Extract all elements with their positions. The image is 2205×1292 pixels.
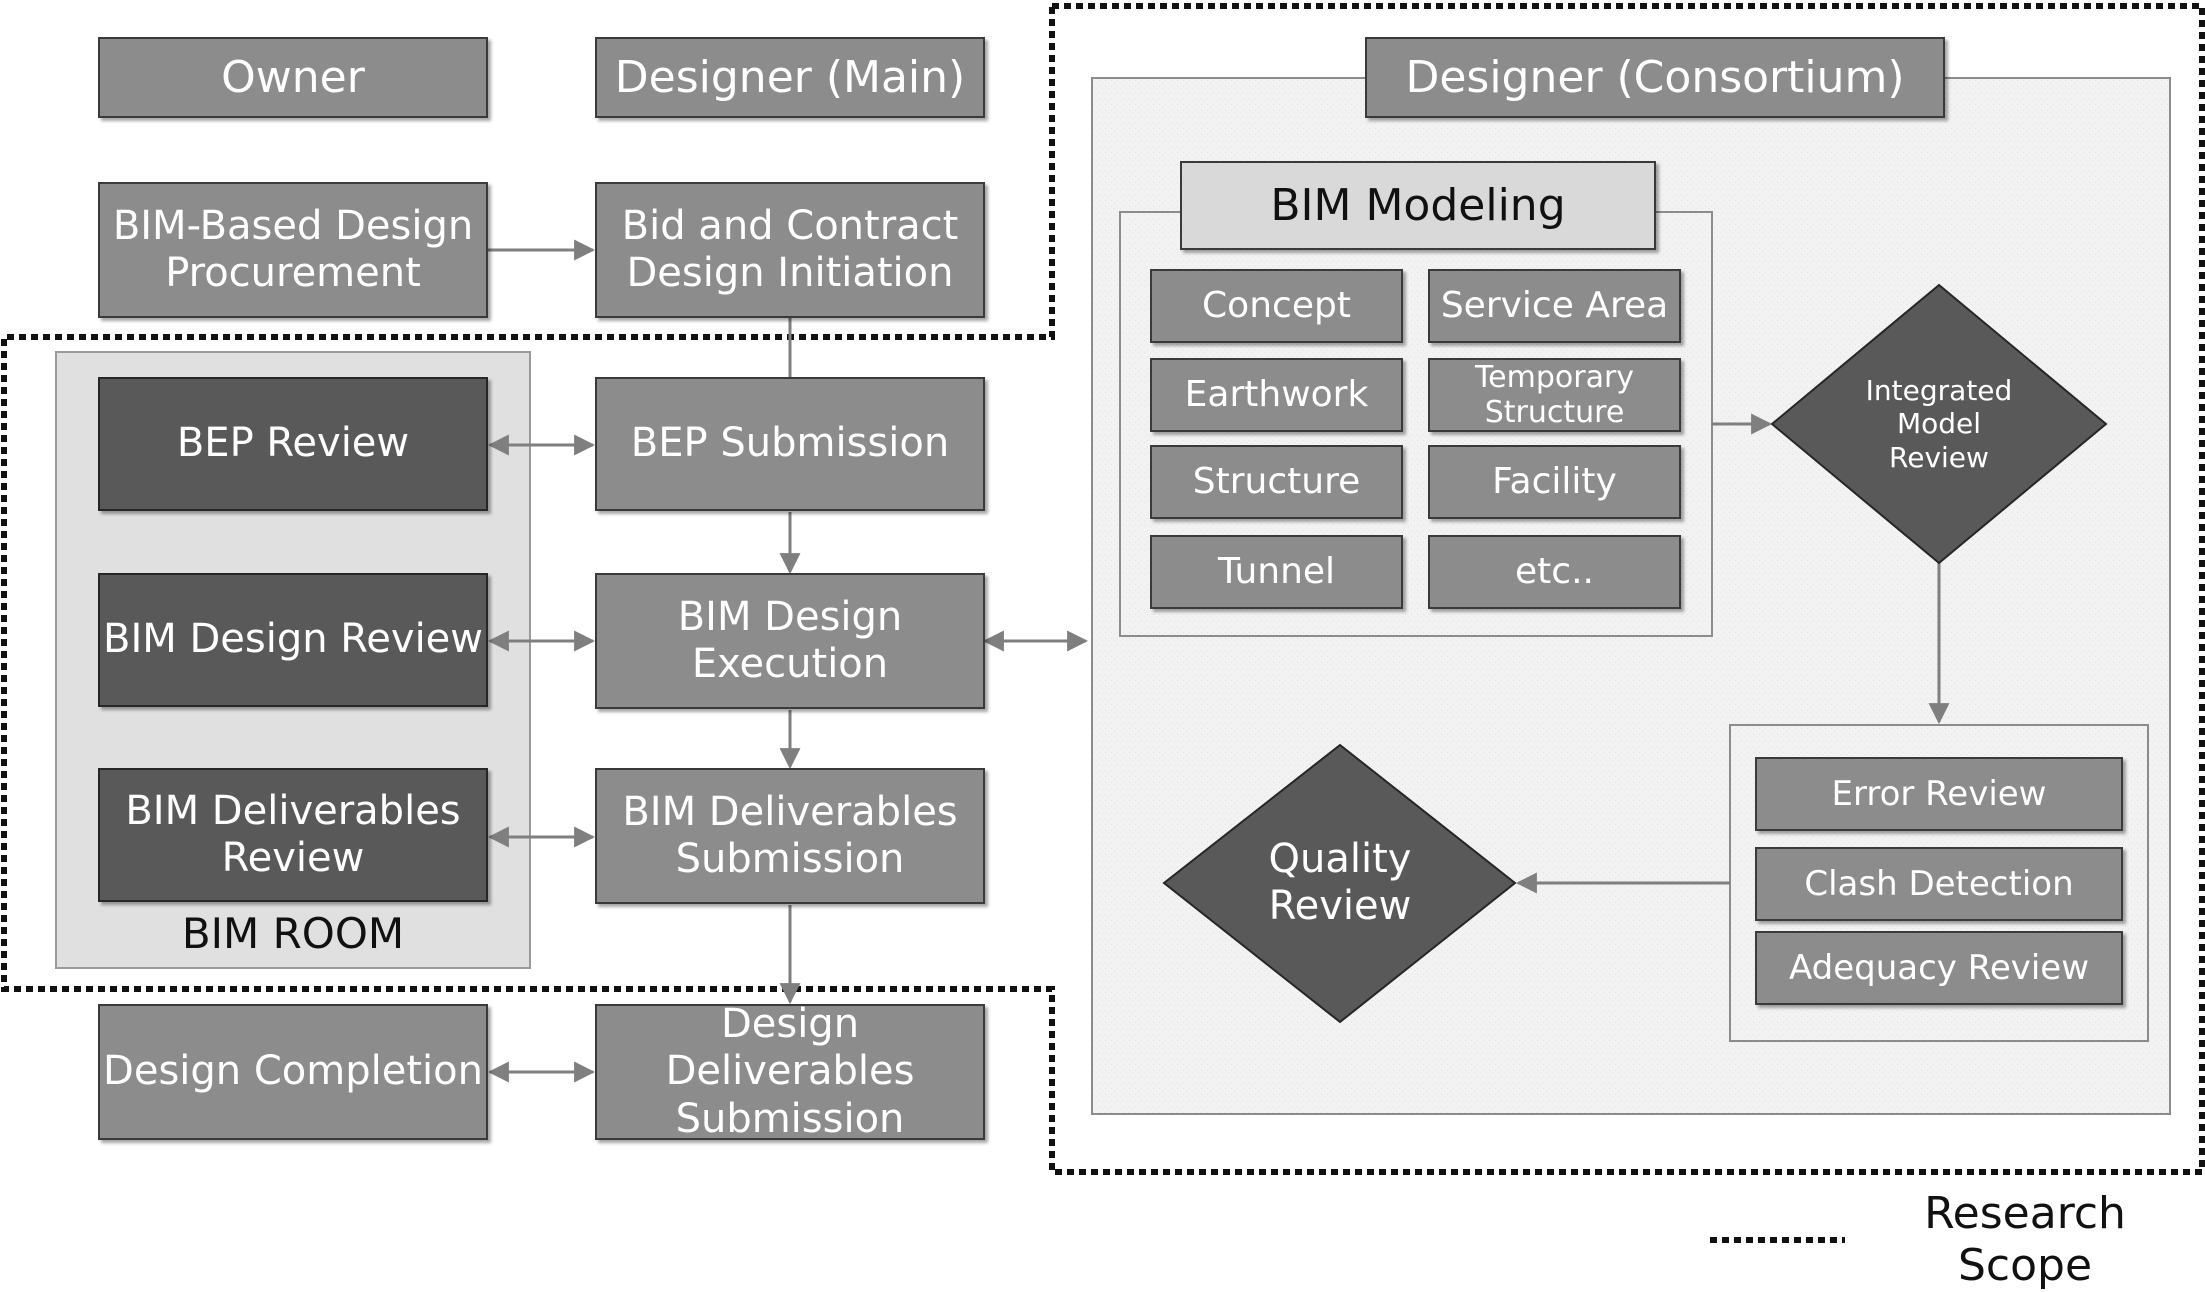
modeling-item-structure: Structure [1150, 445, 1403, 519]
quality-review-diamond [1162, 743, 1517, 1024]
bep-review-box: BEP Review [98, 377, 488, 511]
bid-contract-box: Bid and Contract Design Initiation [595, 182, 985, 318]
modeling-item-etc: etc.. [1428, 535, 1681, 609]
modeling-item-concept: Concept [1150, 269, 1403, 343]
review-item-adequacy: Adequacy Review [1755, 931, 2123, 1005]
modeling-item-facility: Facility [1428, 445, 1681, 519]
research-scope-outline [1, 3, 2205, 1175]
modeling-item-earthwork: Earthwork [1150, 358, 1403, 432]
procurement-box: BIM-Based Design Procurement [98, 182, 488, 318]
designer-consortium-header: Designer (Consortium) [1365, 37, 1945, 118]
deliverables-submission-box: BIM Deliverables Submission [595, 768, 985, 904]
design-review-box: BIM Design Review [98, 573, 488, 707]
bim-modeling-title: BIM Modeling [1180, 161, 1656, 250]
integrated-review-label: Integrated Model Review [1865, 374, 2013, 474]
design-execution-box: BIM Design Execution [595, 573, 985, 709]
review-item-clash: Clash Detection [1755, 847, 2123, 921]
modeling-item-temporary-structure: Temporary Structure [1428, 358, 1681, 432]
design-deliverables-box: Design Deliverables Submission [595, 1001, 985, 1142]
designer-main-header: Designer (Main) [595, 37, 985, 118]
deliverables-review-box: BIM Deliverables Review [98, 768, 488, 902]
modeling-item-service-area: Service Area [1428, 269, 1681, 343]
integrated-review-diamond [1770, 283, 2108, 565]
owner-header: Owner [98, 37, 488, 118]
bep-submission-box: BEP Submission [595, 377, 985, 511]
quality-review-label: Quality Review [1268, 835, 1412, 929]
modeling-item-tunnel: Tunnel [1150, 535, 1403, 609]
review-item-error: Error Review [1755, 757, 2123, 831]
design-completion-box: Design Completion [98, 1004, 488, 1140]
legend-label: Research Scope [1924, 1188, 2126, 1291]
bim-room-title: BIM ROOM [181, 909, 405, 959]
